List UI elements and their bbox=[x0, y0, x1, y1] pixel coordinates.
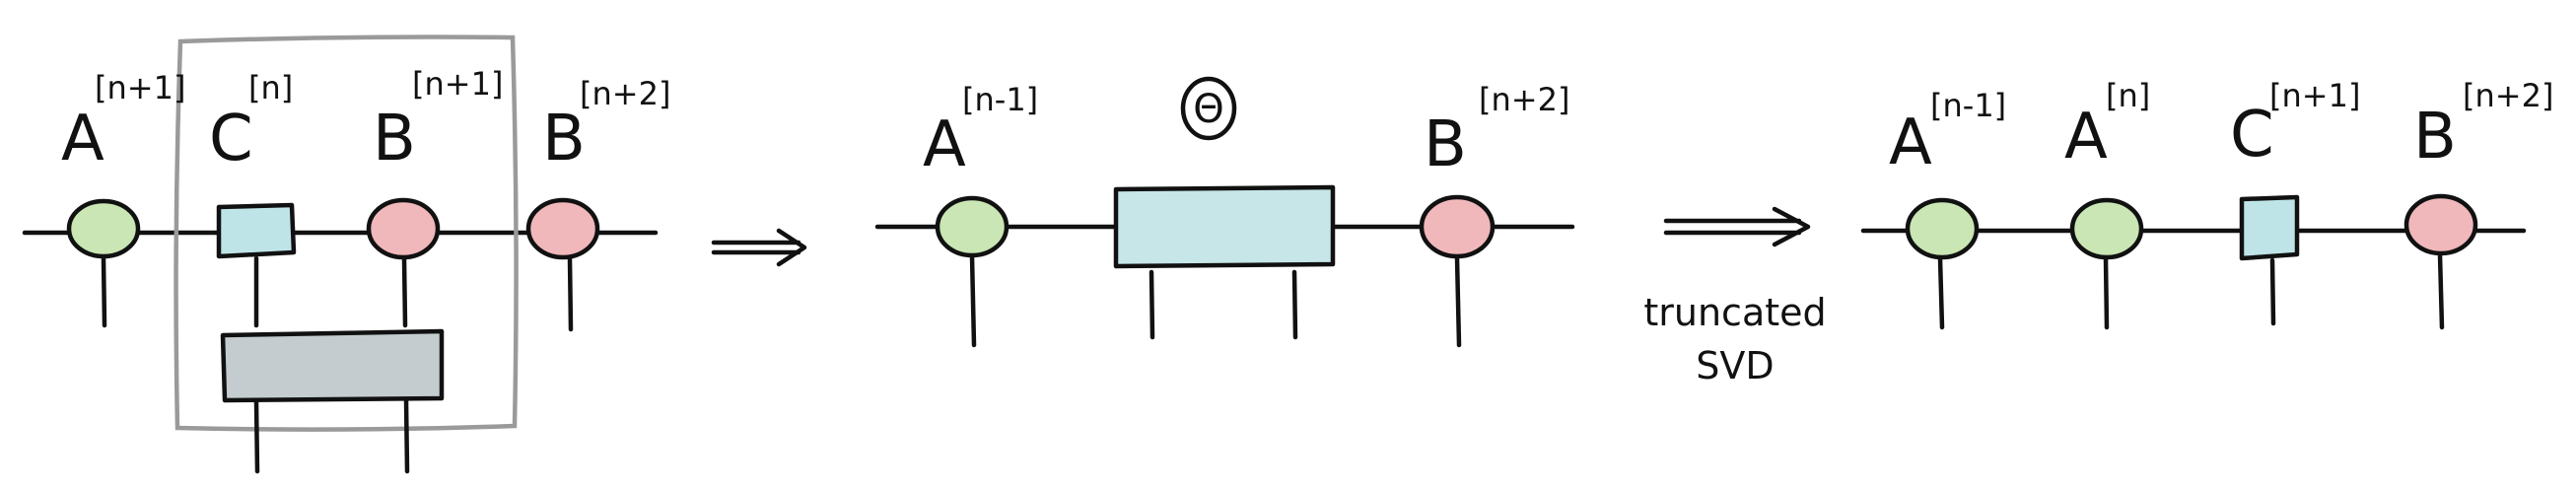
c-tensor bbox=[219, 205, 292, 254]
a1-superscript: [n-1] bbox=[1930, 87, 2006, 124]
group-box bbox=[174, 35, 519, 432]
a-label: A bbox=[61, 103, 104, 175]
c-superscript: [n+1] bbox=[2269, 77, 2360, 114]
c-label: C bbox=[2230, 99, 2274, 172]
theta-symbol: Θ bbox=[1193, 87, 1223, 132]
b1-tensor bbox=[369, 200, 438, 257]
a2-superscript: [n] bbox=[2106, 77, 2150, 114]
b2-superscript: [n+2] bbox=[580, 75, 670, 112]
b-superscript: [n+2] bbox=[1479, 81, 1569, 118]
b1-superscript: [n+1] bbox=[412, 65, 503, 103]
a2-physical-leg bbox=[2103, 255, 2110, 330]
a-superscript: [n+1] bbox=[95, 69, 185, 106]
b-tensor bbox=[1422, 197, 1493, 256]
stage-2: A [n-1] Θ B [n+2] bbox=[874, 76, 1575, 348]
c-label: C bbox=[209, 103, 253, 175]
a1-tensor bbox=[1908, 200, 1977, 257]
c-tensor bbox=[2242, 197, 2297, 256]
a2-tensor bbox=[2072, 200, 2141, 257]
svd-note-line1: truncated bbox=[1643, 291, 1826, 334]
b-label: B bbox=[2413, 101, 2457, 174]
gate-tensor bbox=[223, 333, 442, 400]
b1-physical-leg bbox=[401, 256, 408, 328]
a-label: A bbox=[923, 108, 966, 181]
stage-1: A [n+1] C [n] B [n+1] B [n+2] bbox=[22, 35, 670, 474]
b2-physical-leg bbox=[567, 255, 574, 332]
theta-physical-legs bbox=[1149, 269, 1298, 340]
theta-tensor bbox=[1116, 187, 1333, 264]
b-physical-leg bbox=[1454, 255, 1462, 348]
b-label: B bbox=[1424, 108, 1467, 181]
a-superscript: [n-1] bbox=[962, 81, 1038, 118]
c-superscript: [n] bbox=[248, 69, 293, 106]
a1-label: A bbox=[1889, 106, 1932, 179]
b2-tensor bbox=[528, 200, 597, 257]
contraction-arrow bbox=[711, 228, 807, 267]
svd-arrow: truncated SVD bbox=[1643, 206, 1827, 387]
b-tensor bbox=[2406, 196, 2475, 253]
a-tensor bbox=[938, 198, 1007, 255]
b2-label: B bbox=[542, 103, 586, 175]
a-tensor bbox=[69, 201, 138, 256]
svd-note-line2: SVD bbox=[1696, 344, 1774, 387]
theta-circle bbox=[1180, 76, 1237, 141]
a-physical-leg bbox=[969, 253, 977, 348]
b-superscript: [n+2] bbox=[2463, 77, 2553, 114]
stage-3: A [n-1] A [n] C [n+1] B [n+2] bbox=[1860, 77, 2553, 330]
gate-output-legs bbox=[253, 397, 410, 474]
b1-label: B bbox=[373, 103, 416, 175]
a1-physical-leg bbox=[1937, 255, 1945, 330]
b-physical-leg bbox=[2437, 251, 2445, 330]
c-physical-leg bbox=[2269, 257, 2276, 326]
a2-label: A bbox=[2064, 101, 2108, 174]
